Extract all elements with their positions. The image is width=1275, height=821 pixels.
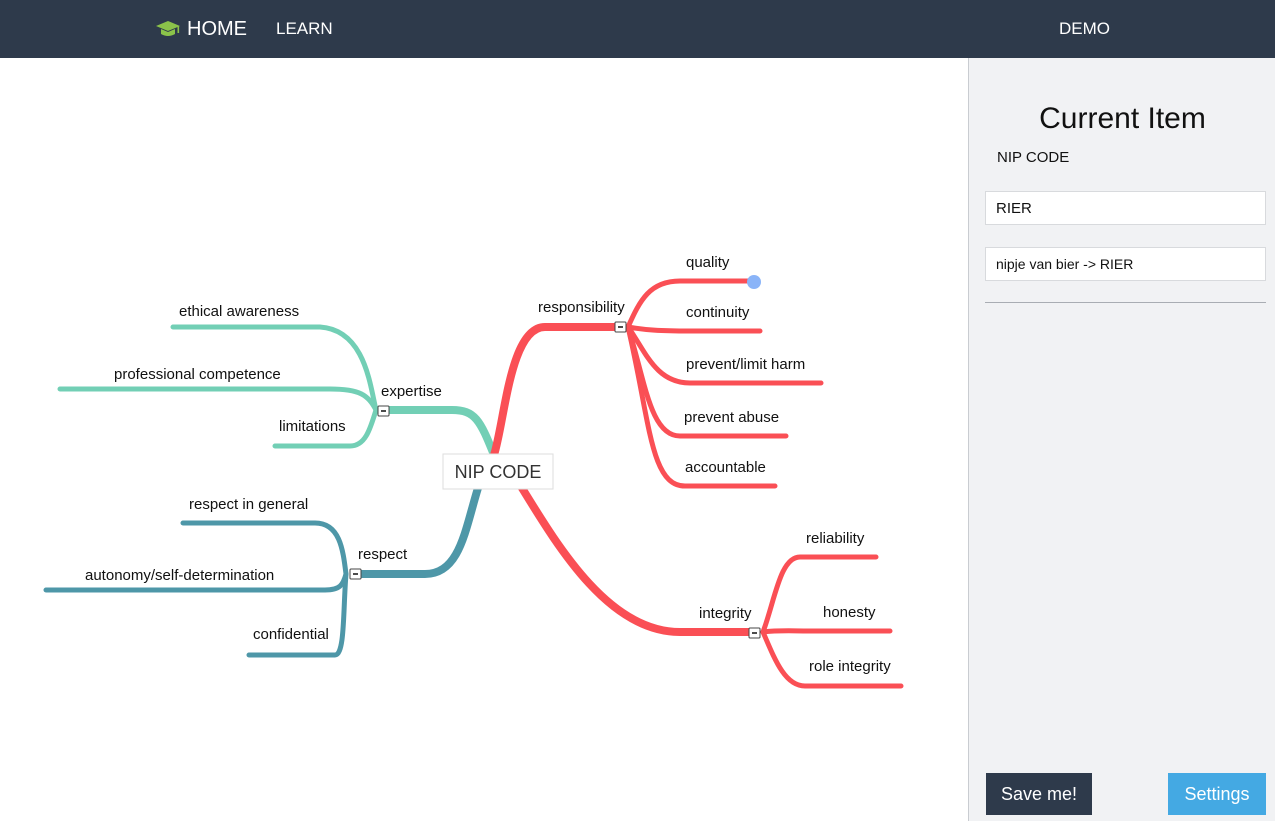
branch-professional-competence-connector [57, 386, 379, 413]
node-confidential[interactable]: confidential [253, 626, 329, 643]
item-side-panel: Current Item NIP CODE RIER nipje van bie… [968, 58, 1275, 821]
branch-prevent-limit-harm-connector [625, 324, 824, 386]
nav-home-label: HOME [187, 17, 247, 40]
selection-dot [747, 275, 761, 289]
branch-continuity-connector [625, 324, 763, 334]
branch-ethical-awareness-connector [170, 324, 379, 413]
node-limitations[interactable]: limitations [279, 418, 346, 435]
save-button[interactable]: Save me! [986, 773, 1092, 815]
node-professional-competence[interactable]: professional competence [114, 366, 281, 383]
nav-demo-link[interactable]: DEMO [1059, 19, 1110, 38]
settings-button[interactable]: Settings [1168, 773, 1266, 815]
graduation-cap-icon [155, 20, 181, 38]
branch-reliability-connector [760, 554, 879, 635]
nav-home-link[interactable]: HOME [155, 16, 247, 42]
nav-learn-link[interactable]: LEARN [276, 19, 333, 38]
branch-quality-connector [625, 278, 757, 330]
node-honesty[interactable]: honesty [823, 604, 876, 621]
node-continuity[interactable]: continuity [686, 304, 750, 321]
item-title-field[interactable]: RIER [985, 191, 1266, 225]
node-respect-in-general[interactable]: respect in general [189, 496, 308, 513]
branch-honesty-connector [760, 628, 893, 635]
top-navbar: HOME LEARN DEMO [0, 0, 1275, 58]
collapse-toggle-responsibility[interactable] [614, 321, 627, 333]
branch-expertise-connector [379, 406, 498, 459]
node-expertise[interactable]: expertise [381, 383, 442, 400]
panel-divider [985, 302, 1266, 303]
node-reliability[interactable]: reliability [806, 530, 865, 547]
collapse-toggle-integrity[interactable] [748, 627, 761, 639]
branch-integrity-connector [518, 484, 759, 636]
node-prevent-limit-harm[interactable]: prevent/limit harm [686, 356, 805, 373]
branch-limitations-connector [272, 407, 379, 449]
node-quality[interactable]: quality [686, 254, 730, 271]
item-note-field[interactable]: nipje van bier -> RIER [985, 247, 1266, 281]
branch-role-integrity-connector [760, 629, 904, 689]
node-integrity[interactable]: integrity [699, 605, 752, 622]
node-accountable[interactable]: accountable [685, 459, 766, 476]
current-item-name: NIP CODE [997, 149, 1070, 166]
node-role-integrity[interactable]: role integrity [809, 658, 891, 675]
node-responsibility[interactable]: responsibility [538, 299, 625, 316]
branch-confidential-connector [246, 571, 349, 658]
root-label: NIP CODE [455, 462, 542, 482]
branch-accountable-connector [625, 324, 778, 489]
branch-respect-in-general-connector [180, 520, 349, 577]
collapse-toggle-respect[interactable] [349, 568, 362, 580]
node-autonomy[interactable]: autonomy/self-determination [85, 567, 274, 584]
mindmap-canvas[interactable]: NIP CODE expertise ethical awareness pro… [0, 58, 968, 821]
branch-respect-connector [351, 484, 482, 578]
panel-title: Current Item [1039, 102, 1206, 135]
collapse-toggle-expertise[interactable] [377, 405, 390, 417]
node-ethical-awareness[interactable]: ethical awareness [179, 303, 299, 320]
node-prevent-abuse[interactable]: prevent abuse [684, 409, 779, 426]
node-respect[interactable]: respect [358, 546, 408, 563]
mindmap-root-node[interactable]: NIP CODE [442, 453, 554, 490]
branch-responsibility-connector [490, 323, 624, 459]
